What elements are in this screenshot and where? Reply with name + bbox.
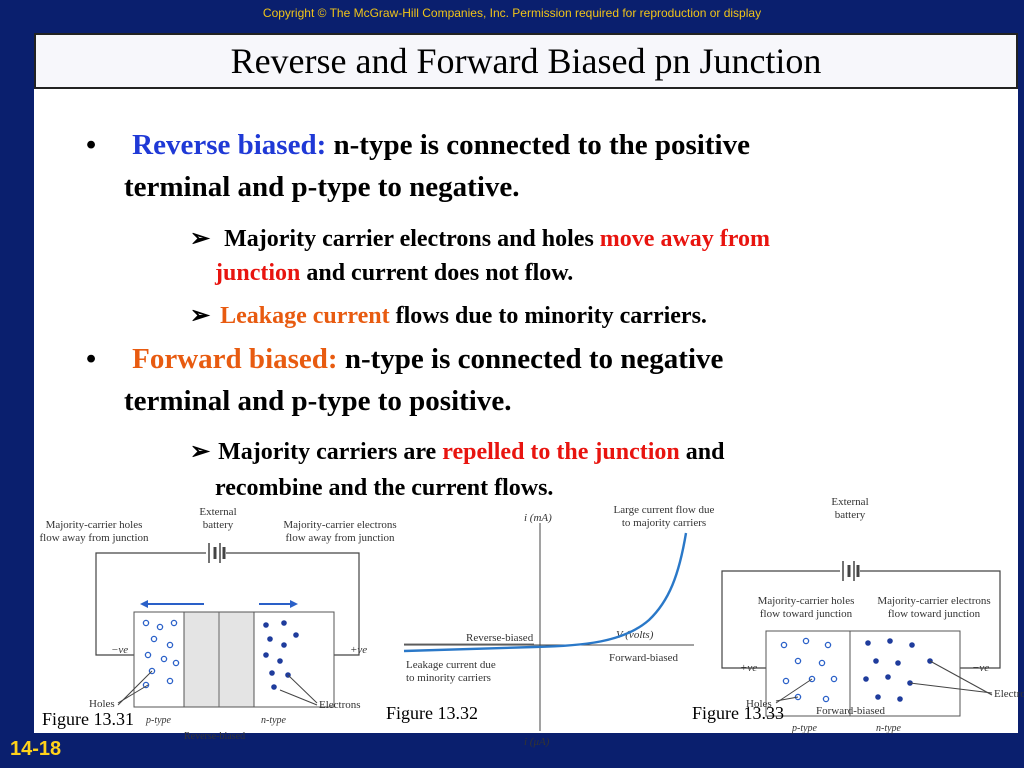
f33-holes-note-2: flow toward junction bbox=[760, 608, 853, 620]
page-title: Reverse and Forward Biased pn Junction bbox=[230, 41, 822, 81]
f31-holes-note-2: flow away from junction bbox=[39, 532, 149, 544]
f31-ntype-label: n-type bbox=[261, 715, 287, 726]
sub-1-highlight-cont: junction bbox=[215, 260, 301, 286]
figure-13-31-caption: Figure 13.31 bbox=[42, 709, 134, 729]
f33-electrons-note-2: flow toward junction bbox=[888, 608, 981, 620]
title-box: Reverse and Forward Biased pn Junction bbox=[34, 33, 1018, 89]
f33-circuit-wire bbox=[721, 570, 1001, 669]
f31-neg-label: −ve bbox=[111, 644, 128, 656]
f32-large-flow-note-1: Large current flow due bbox=[614, 504, 715, 516]
sub-1-text-cont: and current does not flow. bbox=[300, 260, 574, 286]
f33-electrons-pointer bbox=[929, 660, 993, 696]
f31-holes-pointer bbox=[117, 670, 153, 706]
bullet-2-text: n-type is connected to negative bbox=[337, 343, 724, 375]
bullet-2-line-2: terminal and p-type to positive. bbox=[124, 385, 511, 418]
arrow-bullet-icon: ➢ bbox=[190, 439, 211, 465]
sub-bullet-1-line-2: junction and current does not flow. bbox=[215, 260, 573, 287]
bullet-1-line-1: • Reverse biased: n-type is connected to … bbox=[86, 129, 750, 162]
f33-battery-label-1: External bbox=[831, 496, 868, 508]
bullet-marker: • bbox=[86, 343, 97, 375]
f32-leak-note-2: to minority carriers bbox=[406, 672, 491, 684]
f31-electrons-pointer bbox=[279, 689, 318, 706]
f32-reverse-label: Reverse-biased bbox=[466, 632, 534, 644]
f33-mode-label: Forward-biased bbox=[816, 705, 886, 717]
sub-2-text: flows due to minority carriers. bbox=[389, 303, 707, 329]
f31-electrons-pointer bbox=[287, 674, 318, 704]
sub-bullet-2: ➢ Leakage current flows due to minority c… bbox=[190, 301, 707, 330]
sub-bullet-3-line-1: ➢ Majority carriers are repelled to the j… bbox=[190, 437, 724, 466]
sub-3-highlight: repelled to the junction bbox=[442, 439, 680, 465]
arrow-bullet-icon: ➢ bbox=[190, 226, 211, 252]
sub-bullet-3-line-2: recombine and the current flows. bbox=[215, 475, 553, 502]
f33-semiconductor-block bbox=[765, 630, 961, 717]
figure-13-33-caption: Figure 13.33 bbox=[692, 703, 784, 723]
f33-holes-pointer bbox=[775, 678, 813, 704]
f32-iv-curve bbox=[403, 532, 688, 653]
sub-3-text-and: and bbox=[679, 439, 725, 465]
f33-electrons-label: Electrons bbox=[994, 688, 1024, 700]
f33-holes-note-1: Majority-carrier holes bbox=[758, 595, 855, 607]
reverse-biased-term: Reverse biased: bbox=[132, 129, 327, 161]
bullet-marker: • bbox=[86, 129, 97, 161]
arrow-bullet-icon: ➢ bbox=[190, 303, 211, 329]
slide-content: Reverse and Forward Biased pn Junction •… bbox=[34, 33, 1024, 748]
leakage-current-term: Leakage current bbox=[220, 303, 390, 329]
f33-neg-label: −ve bbox=[972, 662, 989, 674]
sub-3-text-cont: recombine and the current flows. bbox=[215, 475, 554, 501]
sub-1-highlight: move away from bbox=[599, 226, 770, 252]
forward-biased-term: Forward biased: bbox=[132, 343, 338, 375]
figure-13-32-iv-graph: i (mA) i (μA) V (volts) Large current fl… bbox=[403, 504, 715, 748]
f31-holes-group bbox=[142, 619, 180, 689]
f31-circuit-wire bbox=[95, 552, 360, 656]
f33-pos-label: +ve bbox=[740, 662, 757, 674]
bullet-2-text-cont: terminal and p-type to positive. bbox=[124, 385, 512, 417]
f31-battery-label-2: battery bbox=[203, 519, 234, 531]
f33-electrons-pointer bbox=[909, 682, 993, 694]
f31-electrons-note-1: Majority-carrier electrons bbox=[283, 519, 396, 531]
bullet-2-line-1: • Forward biased: n-type is connected to … bbox=[86, 343, 723, 376]
page-number: 14-18 bbox=[10, 738, 62, 760]
bullet-1-text: n-type is connected to the positive bbox=[326, 129, 750, 161]
f32-forward-label: Forward-biased bbox=[609, 652, 679, 664]
f32-leak-note-1: Leakage current due bbox=[406, 659, 496, 671]
figure-13-33-diagram: External battery Majority-carrier holes … bbox=[721, 496, 1024, 734]
f33-ptype-label: p-type bbox=[791, 723, 818, 734]
f31-hole-arrowhead bbox=[140, 600, 148, 608]
f31-mode-label: Reverse-biased bbox=[184, 731, 245, 742]
f31-holes-label: Holes bbox=[89, 698, 115, 710]
figure-13-32-caption: Figure 13.32 bbox=[386, 703, 478, 723]
bullet-1-text-cont: terminal and p-type to negative. bbox=[124, 171, 520, 203]
f33-holes-label: Holes bbox=[746, 698, 772, 710]
f32-large-flow-note-2: to majority carriers bbox=[622, 517, 706, 529]
f33-electrons-note-1: Majority-carrier electrons bbox=[877, 595, 990, 607]
f32-x-label: V (volts) bbox=[616, 629, 654, 641]
f31-pos-label: +ve bbox=[350, 644, 367, 656]
sub-bullet-1-line-1: ➢ Majority carrier electrons and holes mo… bbox=[190, 224, 770, 253]
f31-ptype-label: p-type bbox=[145, 715, 172, 726]
f33-electrons-group bbox=[863, 638, 933, 702]
sub-3-text: Majority carriers are bbox=[218, 439, 443, 465]
f33-ntype-label: n-type bbox=[876, 723, 902, 734]
f31-battery-label-1: External bbox=[199, 506, 236, 518]
f32-y-top-label: i (mA) bbox=[524, 512, 552, 524]
f31-electrons-note-2: flow away from junction bbox=[285, 532, 395, 544]
f32-y-bottom-label: i (μA) bbox=[524, 736, 550, 748]
bullet-1-line-2: terminal and p-type to negative. bbox=[124, 171, 520, 204]
f31-electron-arrowhead bbox=[290, 600, 298, 608]
f33-holes-group bbox=[780, 637, 838, 703]
f31-electrons-label: Electrons bbox=[319, 699, 361, 711]
f31-holes-note-1: Majority-carrier holes bbox=[46, 519, 143, 531]
figure-13-31-diagram: Majority-carrier holes flow away from ju… bbox=[39, 506, 396, 742]
sub-1-text: Majority carrier electrons and holes bbox=[224, 226, 600, 252]
f33-battery-label-2: battery bbox=[835, 509, 866, 521]
copyright-notice: Copyright © The McGraw-Hill Companies, I… bbox=[262, 6, 762, 20]
